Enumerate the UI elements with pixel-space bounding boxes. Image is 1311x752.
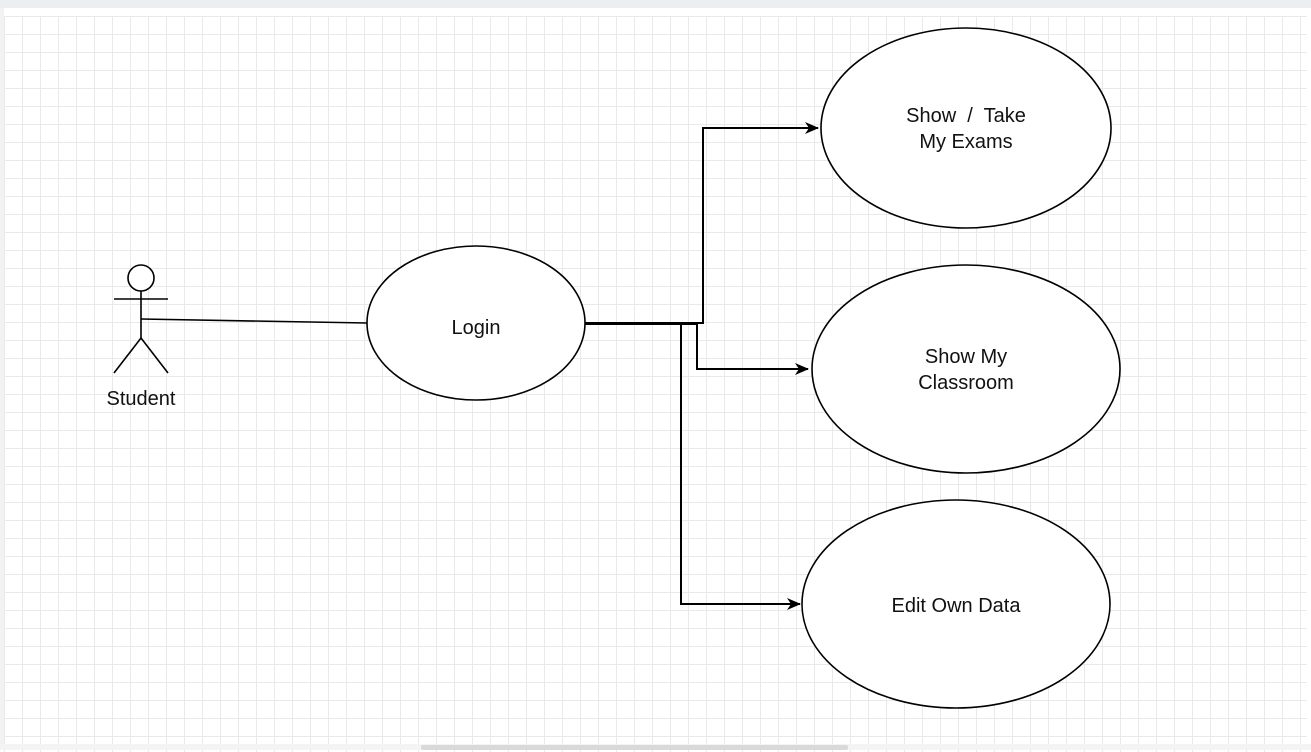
use-case-classroom-label-line1: Show My [925, 346, 1007, 368]
use-case-login[interactable]: Login [366, 245, 586, 401]
actor-student[interactable]: Student [107, 264, 176, 410]
connector-login-edit[interactable] [585, 323, 801, 610]
connector-login-exams[interactable] [585, 122, 819, 324]
actor-label: Student [107, 388, 176, 410]
use-case-classroom-ellipse [811, 264, 1121, 474]
canvas-left-edge [0, 8, 4, 744]
use-case-classroom-label-line2: Classroom [918, 372, 1014, 394]
use-case-login-label: Login [452, 317, 501, 339]
use-case-edit[interactable]: Edit Own Data [801, 499, 1111, 709]
stick-figure-icon [113, 264, 169, 374]
use-case-edit-ellipse [801, 499, 1111, 709]
connector-login-classroom[interactable] [585, 323, 809, 375]
use-case-edit-label: Edit Own Data [892, 595, 1022, 617]
association-student-login[interactable] [140, 318, 368, 324]
use-case-login-ellipse [366, 245, 586, 401]
use-case-classroom[interactable]: Show My Classroom [811, 264, 1121, 474]
use-case-exams[interactable]: Show / Take My Exams [820, 27, 1112, 229]
use-case-exams-label-line2: My Exams [919, 131, 1012, 153]
horizontal-scrollbar-thumb[interactable] [421, 745, 848, 750]
use-case-exams-label-line1: Show / Take [906, 105, 1026, 127]
use-case-exams-ellipse [820, 27, 1112, 229]
